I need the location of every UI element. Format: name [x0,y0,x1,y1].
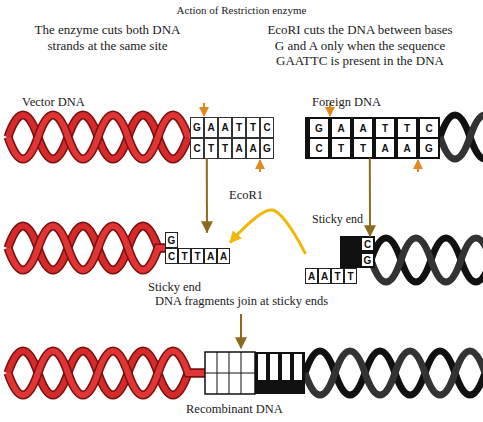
base-letter: A [318,268,331,284]
helix-strand [371,238,483,282]
base-letter: G [260,138,274,159]
site-box [255,352,305,394]
annotation: Foreign DNA [312,95,381,110]
base-letter: T [398,119,416,137]
cut-arrow [203,103,205,116]
recombinant-helix [8,351,483,395]
helix-strand [8,226,165,270]
base-letter: C [165,248,178,264]
site-key [258,354,266,380]
base-letter: T [354,139,372,157]
base-letter: C [190,138,204,159]
vector-fragment-helix [8,226,165,270]
base-pair-box: AATTCG [305,236,375,284]
base-letter: T [332,139,350,157]
helix-strand-edge [8,226,165,270]
base-letter: G [310,119,328,137]
helix-strand [305,351,483,395]
base-letter: A [217,248,230,264]
foreign-helix [440,115,483,159]
site-key [282,354,290,380]
process-arrow [231,210,305,253]
base-letter: G [165,232,178,248]
base-letter: A [398,139,416,157]
cut-arrow [259,160,261,172]
process-arrow [240,314,242,348]
base-letter: T [232,117,246,138]
helix-strand-edge [8,115,188,159]
helix-strand [8,115,188,159]
base-letter: G [420,139,438,157]
vector-helix [8,115,188,159]
helix-strand-edge [8,226,165,270]
base-letter: C [360,236,375,252]
base-letter: T [218,138,232,159]
helix-strand-edge [8,351,205,395]
base-letter: A [332,119,350,137]
fragment-end-block [340,236,375,268]
base-letter: A [376,139,394,157]
recombinant-site [205,352,305,394]
base-letter: A [218,117,232,138]
base-letter: A [354,119,372,137]
base-letter: T [344,268,357,284]
base-pair-box: GAATTCCTTAAG [305,117,440,159]
helix-strand [8,115,188,159]
base-letter: T [178,248,191,264]
base-letter: C [310,139,328,157]
base-letter: T [376,119,394,137]
base-letter: A [305,268,318,284]
helix-strand [305,351,483,395]
foreign-fragment-helix [340,236,483,282]
site-box [205,352,255,394]
base-pair-box: GAATTCCTTAAG [190,117,274,159]
helix-strand [8,226,165,270]
annotation: Sticky end [148,280,201,295]
helix-strand [371,238,483,282]
base-letter: T [191,248,204,264]
process-arrow [206,159,208,232]
site-line [205,373,255,374]
base-letter: A [204,117,218,138]
process-arrow [369,159,371,236]
base-pair-box: GCTTAA [165,232,231,264]
base-letter: A [204,248,217,264]
helix-strand [440,115,483,159]
annotation: DNA fragments join at sticky ends [110,294,373,309]
annotation: EcoR1 [229,188,263,203]
annotation: The enzyme cuts both DNA strands at the … [25,22,190,53]
base-letter: A [246,138,260,159]
helix-strand [8,351,205,395]
annotation: Recombinant DNA [186,402,283,417]
base-letter: G [360,252,375,268]
helix-strand-edge [8,351,205,395]
base-letter: T [331,268,344,284]
helix-strand [8,351,205,395]
helix-strand [440,115,483,159]
annotation: Vector DNA [22,95,85,110]
annotation: EcoRI cuts the DNA between bases G and A… [264,22,456,69]
cut-arrow [417,160,419,172]
base-letter: T [204,138,218,159]
site-key [270,354,278,380]
diagram-title: Action of Restriction enzyme [0,4,483,17]
helix-strand-edge [8,115,188,159]
base-letter: A [232,138,246,159]
site-key [294,354,302,380]
base-letter: G [190,117,204,138]
base-letter: C [420,119,438,137]
annotation: Sticky end [312,212,363,226]
base-letter: C [260,117,274,138]
base-letter: T [246,117,260,138]
